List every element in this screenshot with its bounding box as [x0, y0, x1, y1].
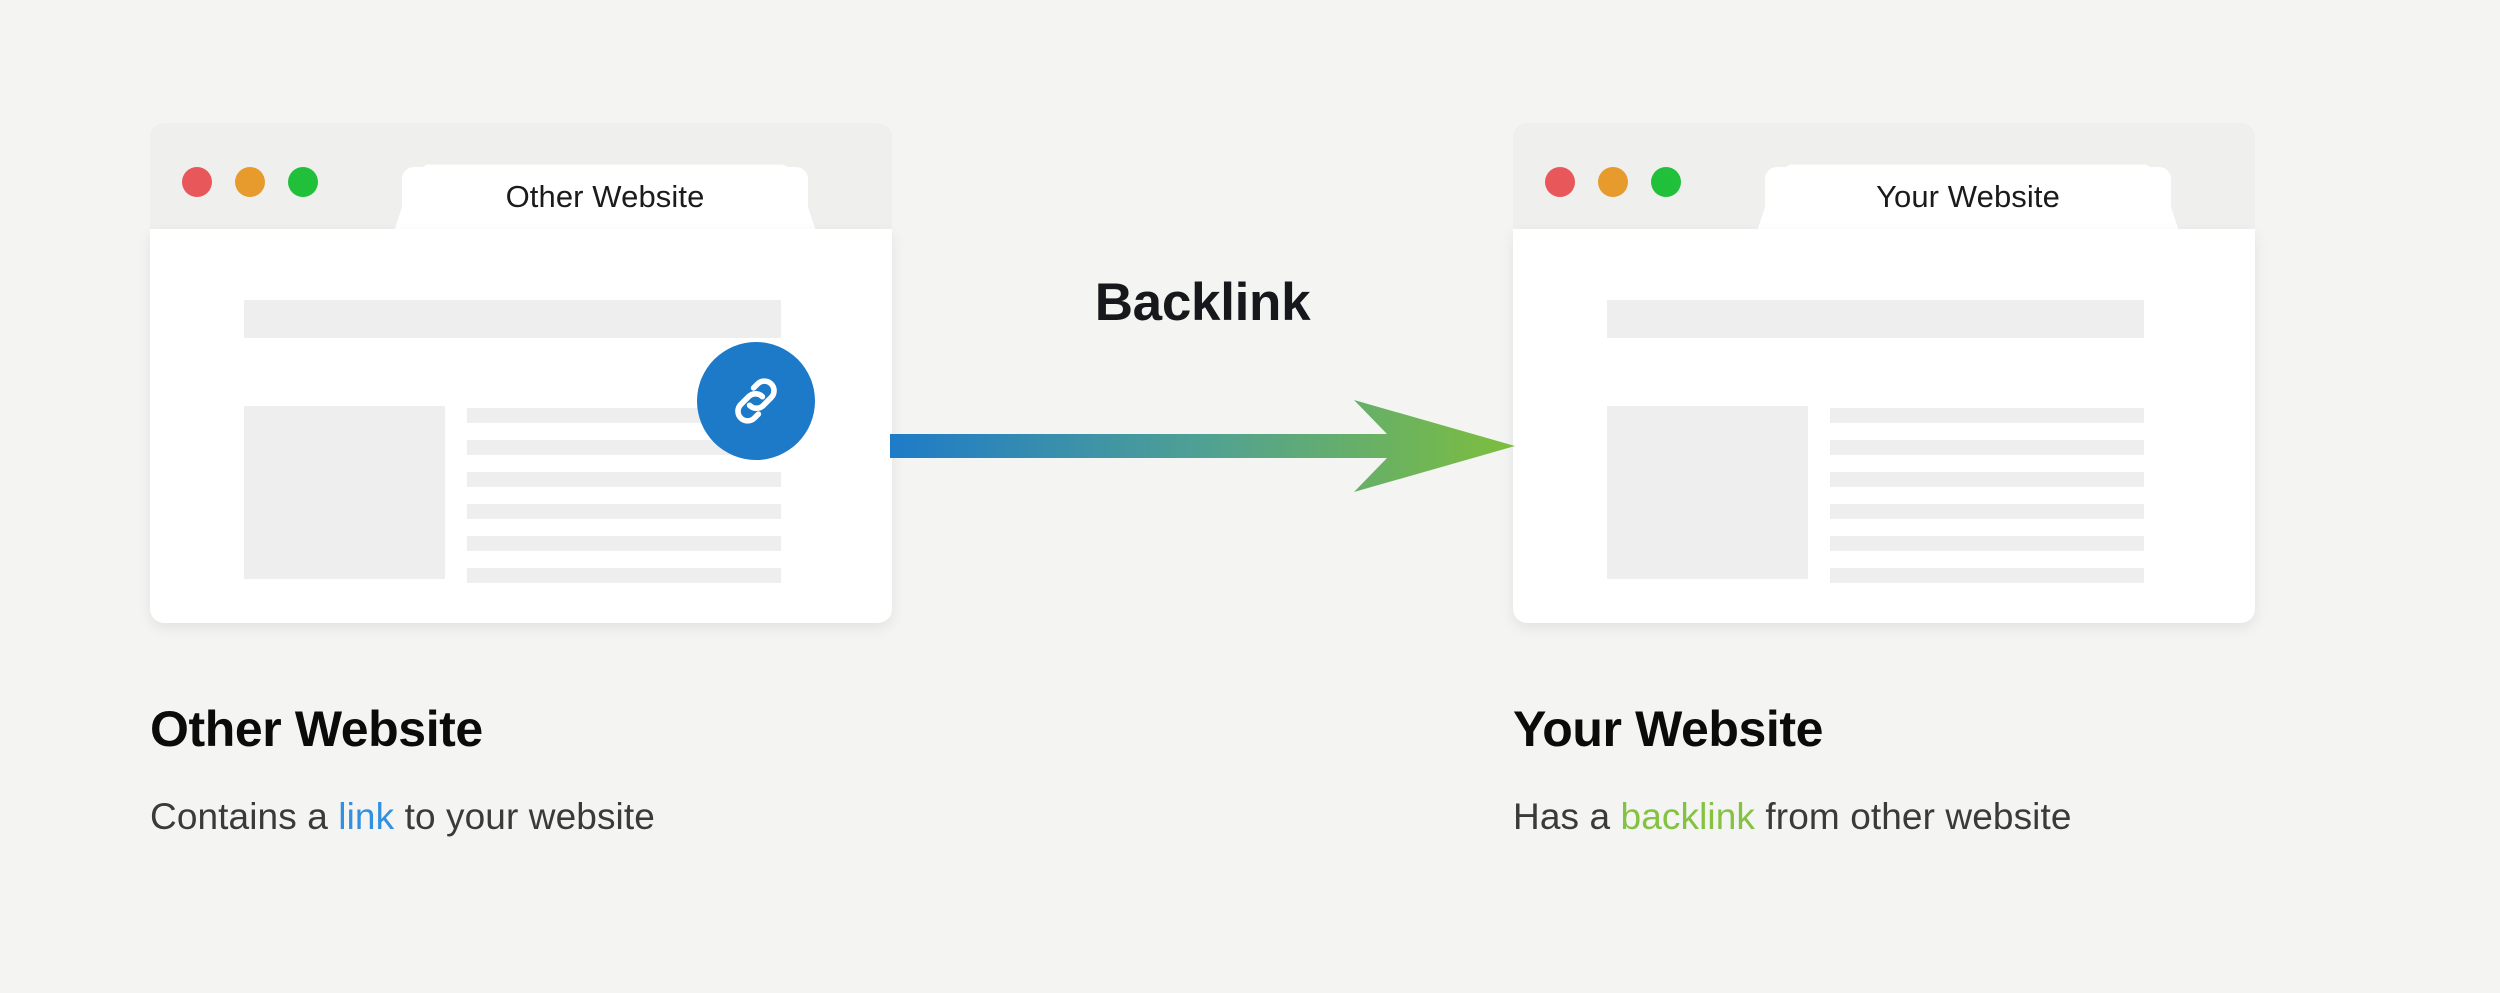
skeleton-text-line	[467, 472, 781, 487]
caption-text-after: to your website	[394, 796, 655, 837]
skeleton-header-bar	[1607, 300, 2144, 338]
page-viewport	[1513, 229, 2255, 623]
caption-text-before: Contains a	[150, 796, 339, 837]
caption-text-after: from other website	[1755, 796, 2072, 837]
skeleton-text-line	[467, 536, 781, 551]
caption-your-website: Your Website Has a backlink from other w…	[1513, 700, 2500, 838]
caption-other-website: Other Website Contains a link to your we…	[150, 700, 1150, 838]
skeleton-text-line	[467, 504, 781, 519]
maximize-button-icon[interactable]	[288, 167, 318, 197]
backlink-arrow	[890, 398, 1515, 494]
browser-window-your-website: Your Website	[1513, 123, 2255, 623]
skeleton-header-bar	[244, 300, 781, 338]
maximize-button-icon[interactable]	[1651, 167, 1681, 197]
browser-window-other-website: Other Website	[150, 123, 892, 623]
close-button-icon[interactable]	[182, 167, 212, 197]
caption-text-before: Has a	[1513, 796, 1621, 837]
browser-tab-title: Other Website	[505, 179, 705, 214]
caption-keyword-link: link	[338, 796, 395, 837]
skeleton-text-line	[1830, 536, 2144, 551]
caption-description: Has a backlink from other website	[1513, 796, 2500, 838]
skeleton-text-line	[1830, 568, 2144, 583]
caption-title: Your Website	[1513, 701, 1824, 757]
close-button-icon[interactable]	[1545, 167, 1575, 197]
skeleton-image-block	[244, 406, 445, 579]
caption-title: Other Website	[150, 701, 483, 757]
skeleton-text-line	[1830, 472, 2144, 487]
backlink-label: Backlink	[1094, 273, 1311, 332]
minimize-button-icon[interactable]	[235, 167, 265, 197]
link-badge[interactable]	[697, 342, 815, 460]
skeleton-text-line	[467, 440, 781, 455]
traffic-light-controls	[1545, 167, 1681, 197]
skeleton-text-lines	[1830, 406, 2144, 583]
skeleton-text-line	[1830, 440, 2144, 455]
page-viewport	[150, 229, 892, 623]
skeleton-body	[244, 406, 781, 583]
minimize-button-icon[interactable]	[1598, 167, 1628, 197]
link-icon	[735, 378, 777, 424]
caption-keyword-backlink: backlink	[1620, 796, 1756, 837]
skeleton-image-block	[1607, 406, 1808, 579]
caption-description: Contains a link to your website	[150, 796, 1150, 838]
browser-tab-title: Your Website	[1876, 179, 2060, 214]
traffic-light-controls	[182, 167, 318, 197]
skeleton-text-lines	[467, 406, 781, 583]
skeleton-body	[1607, 406, 2144, 583]
skeleton-text-line	[467, 568, 781, 583]
right-arrow-icon	[890, 400, 1515, 492]
skeleton-text-line	[1830, 504, 2144, 519]
skeleton-text-line	[1830, 408, 2144, 423]
